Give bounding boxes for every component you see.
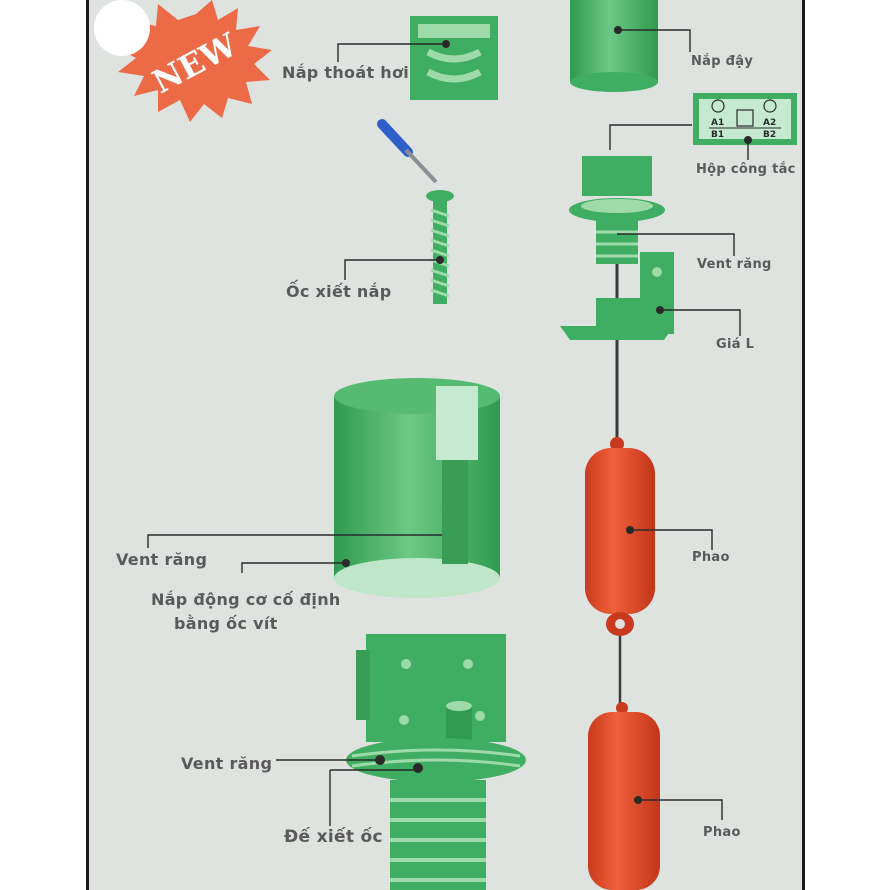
- leader-l-bracket: [660, 309, 741, 336]
- float-upper-body: [585, 448, 655, 614]
- vent-cap-part: [410, 16, 498, 100]
- new-badge-burst: [112, 0, 272, 122]
- leader-float-upper: [630, 529, 713, 550]
- page-left-edge: [86, 0, 89, 890]
- vent-cap-groove-1: [426, 48, 482, 63]
- leader-lines: [147, 29, 749, 826]
- leader-thread-upper: [617, 233, 735, 256]
- motor-base-bolt-2: [463, 659, 473, 669]
- label-top-cover: Nắp đậy: [691, 54, 754, 69]
- switch-screw-right: [763, 99, 777, 113]
- screw-part: [426, 190, 454, 304]
- motor-base-post-top: [446, 701, 472, 711]
- label-screw: Ốc xiết nắp: [286, 282, 392, 301]
- motor-base-housing: [366, 634, 506, 742]
- leader-dot-float-lower: [634, 796, 642, 804]
- motor-base-flange-rings: [351, 748, 521, 768]
- switch-neck-threads: [596, 230, 638, 258]
- screwdriver: [377, 119, 438, 184]
- leader-thread-cover: [147, 534, 442, 548]
- label-switch-box: Hộp công tắc: [696, 162, 796, 177]
- motor-base-part: [346, 634, 526, 890]
- switch-flange-ring: [581, 199, 653, 213]
- top-cover-body: [570, 0, 658, 82]
- label-vent-cap: Nắp thoát hơi: [282, 63, 410, 82]
- l-bracket-vertical: [640, 252, 674, 334]
- label-l-bracket: Giá L: [716, 337, 755, 352]
- motor-cover-part: [334, 378, 500, 598]
- motor-cover-bottom-opening: [334, 558, 500, 598]
- motor-base-bolt-3: [399, 715, 409, 725]
- image-sticker: [94, 0, 150, 56]
- screwdriver-handle: [377, 119, 413, 157]
- l-bracket-hole: [652, 267, 662, 277]
- switch-box-part: A1 A2 B1 B2: [693, 93, 797, 145]
- vent-cap-groove-2: [426, 68, 482, 83]
- label-thread-base: Vent răng: [181, 754, 273, 773]
- terminal-b2: B2: [763, 130, 776, 140]
- motor-base-bolt-4: [475, 711, 485, 721]
- terminal-b1: B1: [711, 130, 724, 140]
- float-upper-hook-hole: [615, 619, 625, 629]
- leader-dot-top-cover: [614, 26, 622, 34]
- motor-base-bolt-1: [401, 659, 411, 669]
- motor-base-side-tab: [356, 650, 370, 720]
- label-motor-cover-line2: bằng ốc vít: [174, 614, 278, 633]
- leader-dot-l-bracket: [656, 306, 664, 314]
- switch-center-block: [736, 109, 754, 127]
- new-badge: NEW: [94, 0, 272, 122]
- screw-head: [426, 190, 454, 202]
- switch-assembly: [560, 156, 674, 440]
- motor-cover-slot: [436, 386, 478, 460]
- leader-switch-box-top: [609, 124, 692, 150]
- terminal-a1: A1: [711, 118, 724, 128]
- switch-screw-left: [711, 99, 725, 113]
- label-float-lower: Phao: [703, 825, 741, 840]
- terminal-a2: A2: [763, 118, 776, 128]
- leader-dot-motor-cover: [342, 559, 350, 567]
- leader-dots: [342, 26, 752, 804]
- label-thread-upper: Vent răng: [697, 257, 772, 272]
- switch-housing-top: [582, 156, 652, 196]
- leader-dot-screw-base: [413, 763, 423, 773]
- float-upper-part: [585, 437, 655, 706]
- top-cover-part: [570, 0, 658, 92]
- float-upper-eye: [610, 437, 624, 451]
- float-lower-part: [588, 702, 660, 890]
- label-thread-cover: Vent răng: [116, 550, 208, 569]
- leader-screw: [344, 259, 440, 280]
- label-screw-base: Đế xiết ốc: [284, 827, 383, 847]
- leader-dot-screw: [436, 256, 444, 264]
- motor-base-threaded-body: [390, 780, 486, 890]
- switch-lower-block: [596, 298, 640, 328]
- screwdriver-shaft: [404, 148, 438, 184]
- leader-vent-cap: [337, 43, 446, 62]
- label-motor-cover-line1: Nắp động cơ cố định: [151, 590, 341, 609]
- float-lower-eye: [616, 702, 628, 714]
- leader-dot-float-upper: [626, 526, 634, 534]
- vent-cap-rim: [418, 24, 490, 38]
- leader-float-lower: [638, 799, 723, 820]
- motor-cover-rib: [442, 460, 468, 564]
- float-lower-body: [588, 712, 660, 890]
- page-right-edge: [802, 0, 805, 890]
- leader-dot-vent-cap: [442, 40, 450, 48]
- motor-base-threads: [390, 798, 486, 882]
- leader-motor-cover: [241, 562, 346, 573]
- leader-dot-switch-box: [744, 136, 752, 144]
- top-cover-bottom: [570, 72, 658, 92]
- leader-top-cover: [618, 29, 691, 52]
- label-float-upper: Phao: [692, 550, 730, 565]
- leader-thread-base: [276, 759, 418, 771]
- leader-dot-thread-base: [375, 755, 385, 765]
- l-bracket-base: [560, 326, 674, 340]
